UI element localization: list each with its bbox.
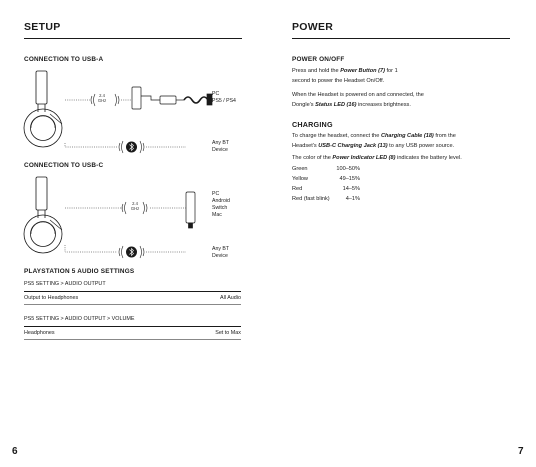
setup-title-rule bbox=[24, 38, 242, 39]
ps5-path-output: PS5 SETTING > AUDIO OUTPUT bbox=[24, 281, 106, 287]
wireless-signal-icon bbox=[121, 201, 148, 215]
ps5-row-output-value: All Audio bbox=[220, 295, 241, 301]
charging-text: To charge the headset, connect the Charg… bbox=[292, 133, 462, 161]
battery-level-color: Red (fast blink) bbox=[292, 196, 330, 202]
battery-level-range: 49–15% bbox=[339, 176, 360, 182]
ps5-table-2-bottom-rule bbox=[24, 339, 241, 340]
ps5-row-volume: Headphones Set to Max bbox=[24, 330, 241, 336]
power-title: POWER bbox=[292, 21, 334, 33]
battery-level-color: Yellow bbox=[292, 176, 308, 182]
headset-icon bbox=[23, 176, 63, 254]
ps5-path-volume: PS5 SETTING > AUDIO OUTPUT > VOLUME bbox=[24, 316, 135, 322]
charging-cable-ref: Charging Cable (18) bbox=[380, 133, 434, 139]
ps5-row-output-label: Output to Headphones bbox=[24, 295, 79, 301]
usb-c-diagram bbox=[23, 176, 196, 259]
battery-level-list: Green Yellow Red Red (fast blink) bbox=[292, 164, 362, 204]
bluetooth-icon bbox=[126, 141, 137, 153]
usb-c-dongle-icon bbox=[185, 191, 196, 229]
usb-c-heading: CONNECTION TO USB-C bbox=[24, 162, 104, 169]
ps5-table-1-bottom-rule bbox=[24, 304, 241, 305]
battery-level-color: Red bbox=[292, 186, 303, 192]
ps5-row-volume-value: Set to Max bbox=[215, 330, 241, 336]
battery-level-range: 14–5% bbox=[342, 186, 360, 192]
bluetooth-signal-icon bbox=[118, 140, 145, 154]
headset-icon bbox=[23, 70, 63, 148]
power-onoff-heading: POWER ON/OFF bbox=[292, 56, 345, 63]
usb-a-heading: CONNECTION TO USB-A bbox=[24, 56, 104, 63]
usb-c-jack-ref: USB-C Charging Jack (13) bbox=[318, 143, 388, 149]
ps5-heading: PLAYSTATION 5 AUDIO SETTINGS bbox=[24, 268, 135, 275]
bluetooth-signal-icon bbox=[118, 245, 145, 259]
page-number-right: 7 bbox=[518, 446, 524, 457]
ps5-table-2-top-rule bbox=[24, 326, 241, 327]
usb-a-dongle-icon bbox=[131, 86, 213, 110]
battery-level-color: Green bbox=[292, 166, 308, 172]
status-led-ref: Status LED (16) bbox=[315, 102, 357, 108]
usb-c-device-label: PC Android Switch Mac bbox=[212, 191, 230, 218]
power-onoff-text: Press and hold the Power Button (7) for … bbox=[292, 68, 424, 108]
power-button-ref: Power Button (7) bbox=[340, 68, 385, 74]
setup-title: SETUP bbox=[24, 21, 61, 33]
power-led-ref: Power Indicator LED (8) bbox=[332, 155, 396, 161]
ps5-table-1-top-rule bbox=[24, 291, 241, 292]
bluetooth-icon bbox=[126, 246, 137, 258]
power-title-rule bbox=[292, 38, 510, 39]
ps5-row-volume-label: Headphones bbox=[24, 330, 55, 336]
page-number-left: 6 bbox=[12, 446, 18, 457]
usb-a-diagram bbox=[23, 70, 213, 154]
battery-level-ranges: 100–50% 49–15% 14–5% 4–1% bbox=[330, 164, 360, 204]
battery-level-range: 100–50% bbox=[336, 166, 360, 172]
wireless-signal-icon bbox=[90, 93, 120, 107]
battery-level-range: 4–1% bbox=[345, 196, 360, 202]
charging-heading: CHARGING bbox=[292, 120, 333, 129]
ps5-row-output: Output to Headphones All Audio bbox=[24, 295, 241, 301]
